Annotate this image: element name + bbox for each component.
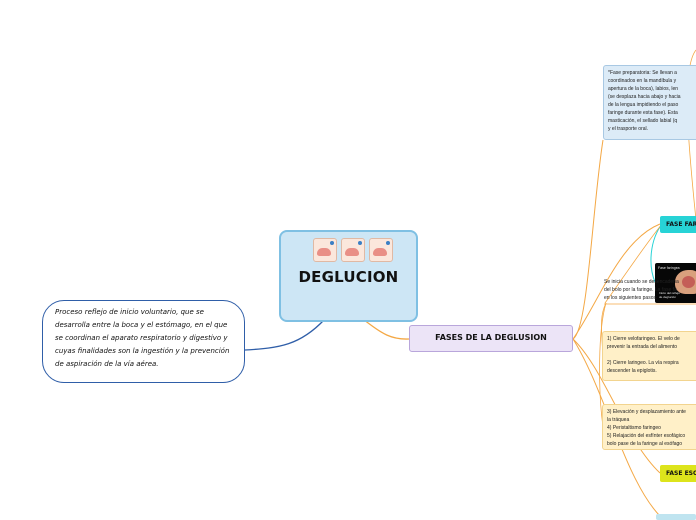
pharyngeal-phase-image[interactable]: Fase faríngea Inicio del reflejo de degl… — [655, 263, 696, 303]
pharyngeal-steps-1-2[interactable]: 1) Cierre velofaringeo. El velo de preve… — [602, 331, 696, 381]
central-image-strip — [313, 238, 393, 262]
preparatory-phase-node[interactable]: *Fase preparatoria: Se llevan a coordina… — [603, 65, 696, 140]
connector-faringea-steps-b — [599, 302, 607, 428]
image-caption-top: Fase faríngea — [658, 266, 680, 270]
central-title: DEGLUCION — [298, 268, 399, 286]
offscreen-node-peek[interactable] — [656, 514, 696, 520]
faringea-intro-text[interactable]: Se inicia cuando se desencadena del bolo… — [604, 279, 679, 301]
connector-fases-prep — [572, 139, 604, 340]
esofagica-phase-label[interactable]: FASE ESO — [660, 465, 696, 482]
pharyngeal-steps-3-5[interactable]: 3) Elevación y desplazamiento ante la tr… — [602, 404, 696, 450]
swallow-stage-image-2 — [341, 238, 365, 262]
definition-node[interactable]: Proceso reflejo de inicio voluntario, qu… — [42, 300, 245, 383]
connector-central-definition — [244, 319, 325, 351]
steps-3-5-text: 3) Elevación y desplazamiento ante la tr… — [607, 409, 686, 447]
central-topic[interactable]: DEGLUCION — [279, 230, 418, 322]
definition-text: Proceso reflejo de inicio voluntario, qu… — [55, 308, 230, 368]
faringea-phase-label[interactable]: FASE FAR — [660, 216, 696, 233]
main-branch-fases[interactable]: FASES DE LA DEGLUSION — [409, 325, 573, 352]
swallow-stage-image-1 — [313, 238, 337, 262]
connector-faringea-intro — [604, 223, 663, 304]
preparatory-text: *Fase preparatoria: Se llevan a coordina… — [608, 70, 681, 132]
steps-1-2-text: 1) Cierre velofaringeo. El velo de preve… — [607, 336, 680, 374]
image-caption-bottom: Inicio del reflejo de deglución — [659, 291, 680, 299]
connector-fases-faringea — [572, 223, 661, 340]
connector-faringea-image — [650, 223, 663, 283]
swallow-stage-image-3 — [369, 238, 393, 262]
bolus-shape — [682, 276, 695, 288]
connector-central-fases — [363, 319, 410, 340]
